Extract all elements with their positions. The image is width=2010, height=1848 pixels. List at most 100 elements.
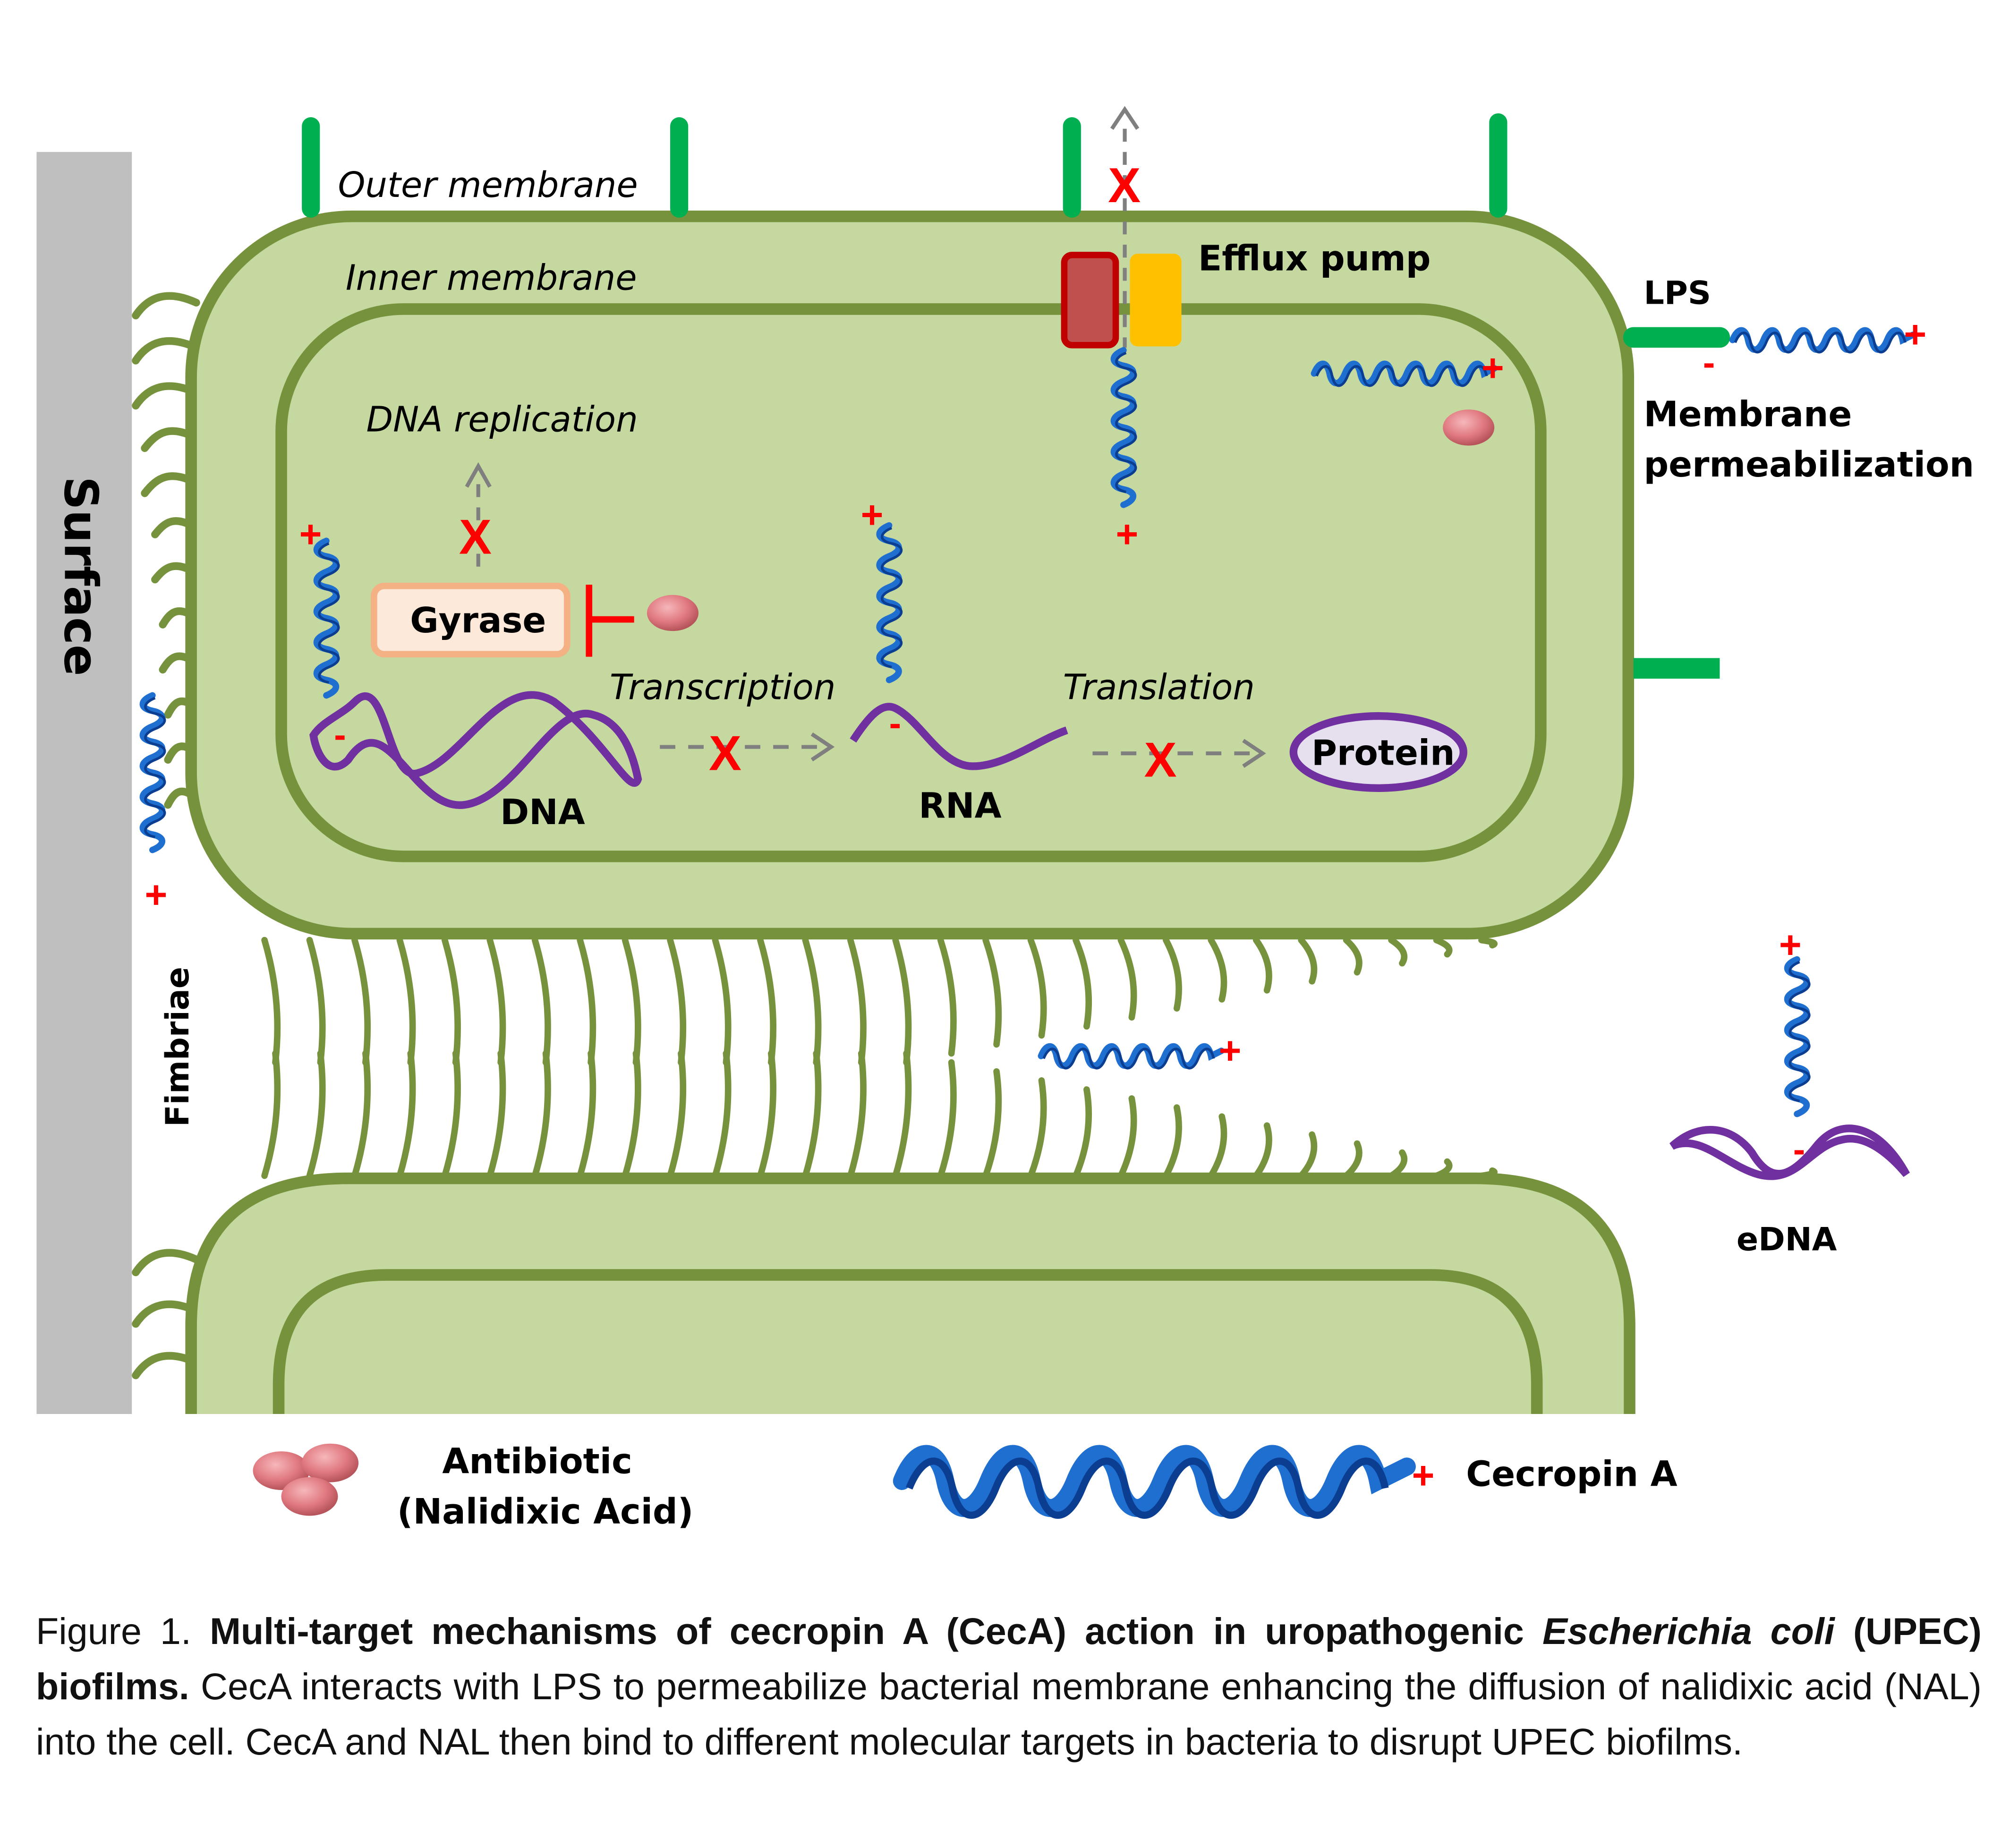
fimbria-lower [802,1050,822,1179]
legend-antibiotic-icon [253,1443,359,1516]
dna-replication-label: DNA replication [366,400,638,440]
fimbriae-between-cells [261,937,1498,1179]
replication-arrow-head [465,462,492,488]
lps-markers [302,113,1508,218]
fimbria-upper [1388,937,1408,967]
fimbria-lower [937,1059,957,1179]
fimbria-lower [486,1050,506,1179]
fimbria-upper [1343,937,1363,976]
fimbria-lower [1252,1122,1272,1179]
caption-body: CecA interacts with LPS to permeabilize … [36,1665,1982,1763]
fimbria-lower [351,1050,371,1179]
fimbria-lower [442,1050,461,1179]
caption-title-species: Escherichia coli [1542,1610,1835,1652]
charge-plus: + [1219,1029,1242,1072]
membrane-permeabilization-label-1: Membrane [1644,395,1852,435]
fimbria-lower [757,1050,776,1179]
legend-antibiotic-label-2: (Nalidixic Acid) [397,1492,693,1532]
protein-ellipse [1289,712,1467,792]
charge-plus: + [1482,347,1504,390]
charge-plus: + [145,873,167,916]
fimbria-upper [261,937,281,1066]
fimbria-lower [531,1050,551,1179]
fimbria-lower [396,1050,416,1179]
fimbria-upper [847,937,867,1066]
charge-plus: + [299,513,322,556]
gyrase-box [371,582,571,658]
fimbria-upper [622,937,641,1066]
fimbria-lower [622,1050,641,1179]
efflux-arrow-head [1110,106,1140,130]
caption-title-1: Multi-target mechanisms of cecropin A (C… [210,1610,1542,1652]
fimbria-lower [982,1068,1002,1179]
fimbria-upper [486,937,506,1066]
fimbria-upper [1478,937,1498,949]
antibiotic-molecule [1443,409,1495,446]
translation-arrow-head [1242,739,1266,768]
fimbria-upper [757,937,776,1066]
charge-plus: + [1779,924,1802,967]
membrane-permeabilization-label-2: permeabilization [1644,445,1975,485]
rna-strand [850,703,1068,770]
cecropin-edna-bound [1788,959,1809,1114]
fimbria-lower [1388,1149,1408,1179]
fimbria-lower [1073,1086,1092,1179]
efflux-pump-label: Efflux pump [1198,239,1431,279]
fimbria-upper [1208,937,1227,1003]
fimbria-upper [1027,937,1047,1039]
legend-cecropin-icon [902,1454,1407,1516]
efflux-pump-yellow [1130,254,1182,347]
fimbria-lower [1208,1113,1227,1179]
dna-strand [309,691,642,809]
edna-strand [1669,1124,1910,1180]
fimbria-lower [261,1050,281,1179]
fimbria-upper [1163,937,1182,1012]
legend-antibiotic-label-1: Antibiotic [442,1441,632,1482]
outer-membrane-label: Outer membrane [338,165,638,205]
fimbria-upper [351,937,371,1066]
fimbria-lower [306,1050,326,1179]
transcription-arrow-head [810,732,835,762]
fimbria-upper [306,937,326,1066]
efflux-blocked-x: X [1108,158,1141,213]
fimbria-upper [712,937,732,1066]
rna-label: RNA [919,786,1001,826]
fimbriae-label: Fimbriae [159,967,196,1127]
fimbria-lower [1117,1095,1137,1179]
fimbria-lower [892,1050,912,1179]
fimbria-upper [396,937,416,1066]
legend-cecropin-label: Cecropin A [1466,1455,1677,1495]
fimbria-lower [1343,1140,1363,1179]
charge-plus: + [1412,1454,1435,1497]
edna-label: eDNA [1737,1221,1837,1259]
fimbria-upper [982,937,1002,1048]
caption-title-2: (UPEC) biofilms. [36,1610,1982,1707]
inner-membrane-label: Inner membrane [346,258,637,298]
fimbria-upper [802,937,822,1066]
efflux-pump-red [1061,252,1119,349]
cecropin-surface [143,695,164,850]
charge-minus: - [889,703,901,743]
replication-blocked-x: X [459,510,492,564]
fimbria-upper [937,937,957,1057]
charge-plus: + [1116,513,1139,556]
translation-label: Translation [1063,668,1255,708]
protein-label: Protein [1312,733,1455,774]
charge-plus: + [1904,313,1926,356]
fimbria-upper [531,937,551,1066]
cecropin-lps-bound [1733,330,1913,352]
fimbria-upper [1073,937,1092,1030]
transcription-blocked-x: X [709,726,741,781]
lps-label: LPS [1644,275,1711,312]
caption-prefix: Figure 1. [36,1610,210,1652]
fimbria-upper [667,937,687,1066]
lower-cell-inner-membrane [273,1269,1543,1414]
surface-label: Surface [53,477,107,676]
gyrase-label: Gyrase [410,601,546,641]
fimbria-upper [1117,937,1137,1021]
surface-bar [36,152,132,1414]
translation-blocked-x: X [1144,732,1176,787]
fimbria-upper [442,937,461,1066]
charge-plus: + [861,494,884,537]
